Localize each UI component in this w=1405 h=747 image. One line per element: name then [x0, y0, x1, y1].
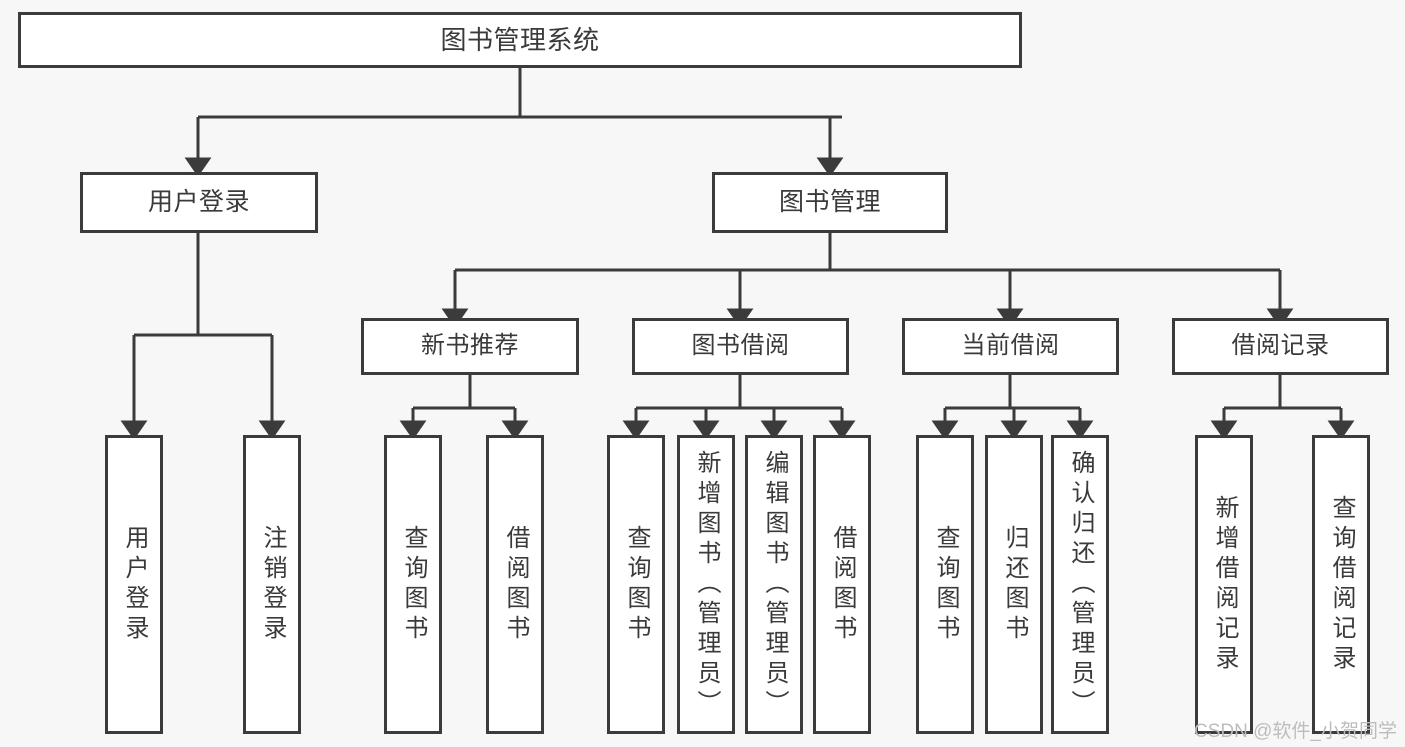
node-leaf-logout-login[interactable]: 注销登录 — [243, 435, 301, 734]
node-leaf-add-record[interactable]: 新增借阅记录 — [1195, 435, 1253, 734]
node-label: 借阅记录 — [1231, 332, 1330, 360]
node-leaf-user-login[interactable]: 用户登录 — [105, 435, 163, 734]
node-leaf-add-book[interactable]: 新增图书（管理员） — [677, 435, 735, 734]
node-leaf-query-book-3[interactable]: 查询图书 — [916, 435, 974, 734]
node-label: 确认归还（管理员） — [1067, 449, 1094, 720]
node-label: 图书借阅 — [691, 332, 790, 360]
node-label: 用户登录 — [147, 187, 250, 216]
node-book-manage[interactable]: 图书管理 — [712, 172, 948, 233]
node-label: 新增借阅记录 — [1211, 494, 1238, 675]
node-label: 查询借阅记录 — [1328, 494, 1355, 675]
node-leaf-query-book-2[interactable]: 查询图书 — [607, 435, 665, 734]
node-label: 查询图书 — [932, 524, 959, 645]
node-label: 编辑图书（管理员） — [761, 449, 788, 720]
node-label: 图书管理系统 — [440, 24, 600, 55]
node-label: 新书推荐 — [421, 332, 519, 360]
node-leaf-return-book[interactable]: 归还图书 — [985, 435, 1043, 734]
node-label: 借阅图书 — [502, 524, 529, 645]
csdn-watermark: CSDN @软件_小贺同学 — [1194, 721, 1397, 742]
node-user-login[interactable]: 用户登录 — [80, 172, 318, 233]
node-book-borrow[interactable]: 图书借阅 — [632, 318, 849, 375]
node-leaf-query-record[interactable]: 查询借阅记录 — [1312, 435, 1370, 734]
node-leaf-borrow-book-2[interactable]: 借阅图书 — [813, 435, 871, 734]
node-leaf-edit-book[interactable]: 编辑图书（管理员） — [745, 435, 803, 734]
node-label: 新增图书（管理员） — [693, 449, 720, 720]
node-label: 图书管理 — [778, 187, 881, 216]
node-label: 用户登录 — [121, 524, 148, 645]
node-label: 查询图书 — [400, 524, 427, 645]
node-current-borrow[interactable]: 当前借阅 — [902, 318, 1119, 375]
node-new-book-recommend[interactable]: 新书推荐 — [361, 318, 579, 375]
node-label: 归还图书 — [1001, 524, 1028, 645]
node-book-management-system[interactable]: 图书管理系统 — [18, 12, 1022, 68]
node-label: 注销登录 — [259, 524, 286, 645]
node-label: 当前借阅 — [961, 332, 1060, 360]
node-label: 查询图书 — [623, 524, 650, 645]
node-borrow-record[interactable]: 借阅记录 — [1172, 318, 1389, 375]
node-leaf-confirm-return[interactable]: 确认归还（管理员） — [1051, 435, 1109, 734]
node-leaf-borrow-book-1[interactable]: 借阅图书 — [486, 435, 544, 734]
node-label: 借阅图书 — [829, 524, 856, 645]
node-leaf-query-book-1[interactable]: 查询图书 — [384, 435, 442, 734]
